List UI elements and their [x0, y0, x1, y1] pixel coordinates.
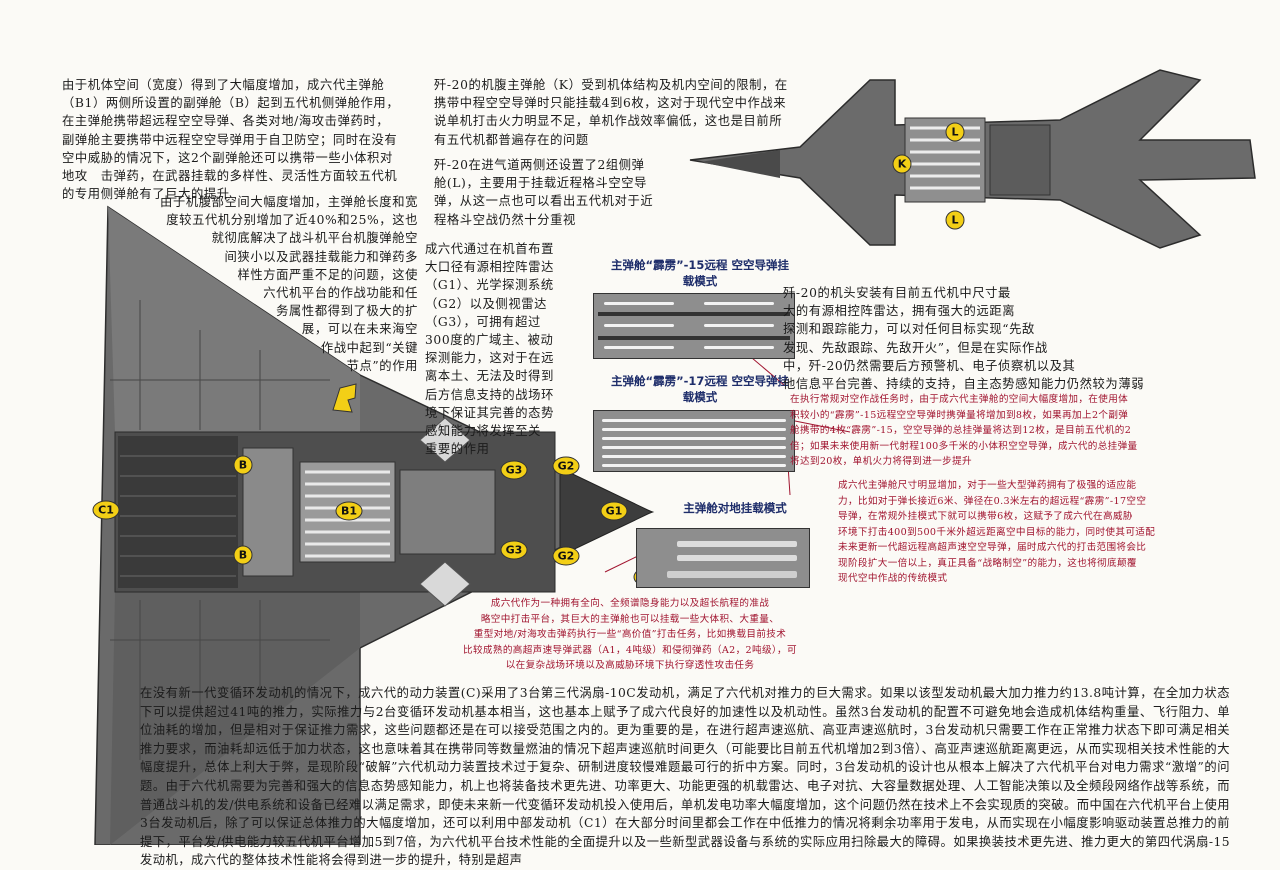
marker-G1 [600, 501, 628, 521]
label-L-bottom: L [951, 214, 958, 227]
marker-B-top [233, 455, 253, 475]
marker-G2-bottom [552, 546, 580, 566]
j20-side-bay-description: 歼-20在进气道两侧还设置了2组侧弹 舱(L)，主要用于挂载近程格斗空空导 弹，… [434, 158, 654, 227]
powerplant-article: 在没有新一代变循环发动机的情况下，成六代的动力装置(C)采用了3台第三代涡扇-1… [140, 686, 1230, 868]
pl15-loadout-note: 在执行常规对空作战任务时，由于成六代主弹舱的空间大幅度增加，在使用体 积较小的“… [790, 394, 1138, 467]
marker-G3-top [500, 460, 528, 480]
ground-attack-note: 成六代作为一种拥有全向、全频谱隐身能力以及超长航程的准战 略空中打击平台，其巨大… [463, 598, 797, 671]
label-C1: C1 [98, 504, 114, 517]
marker-G3-bottom [500, 540, 528, 560]
pl15-panel-title: 主弹舱“霹雳”-15远程 空空导弹挂载模式 [611, 258, 789, 288]
sensor-suite-description: 成六代通过在机首布置 大口径有源相控阵雷达 （G1）、光学探测系统 （G2）以及… [425, 242, 554, 457]
label-G3-top: G3 [506, 464, 523, 477]
pl17-loadout-note: 成六代主弹舱尺寸明显增加，对于一些大型弹药拥有了极强的适应能 力，比如对于弹长接… [838, 480, 1156, 584]
label-B-bottom: B [239, 549, 247, 562]
j20-jet-illustration [689, 69, 1256, 249]
pl17-panel-title: 主弹舱“霹雳”-17远程 空空导弹挂载模式 [611, 374, 789, 404]
pl17-loadout-panel [593, 410, 795, 472]
marker-L-top [945, 122, 965, 142]
label-G2-bottom: G2 [558, 550, 575, 563]
label-B1: B1 [341, 505, 357, 518]
j20-main-bay-description: 歼-20的机腹主弹舱（K）受到机体结构及机内空间的限制，在 携带中程空空导弹时只… [434, 78, 788, 147]
label-K: K [898, 158, 907, 171]
pl15-loadout-panel [593, 293, 795, 359]
label-G1: G1 [606, 505, 623, 518]
label-B-top: B [239, 459, 247, 472]
marker-C1 [92, 500, 120, 520]
ground-attack-loadout-panel [636, 528, 810, 588]
marker-G2-top [552, 456, 580, 476]
ground-attack-panel-title: 主弹舱对地挂载模式 [683, 501, 787, 515]
marker-L-bottom [945, 210, 965, 230]
marker-B-bottom [233, 545, 253, 565]
marker-K [892, 154, 912, 174]
main-bay-expansion-description: 由于机腹部空间大幅度增加，主弹舱长度和宽 度较五代机分别增加了近40%和25%，… [160, 195, 418, 373]
label-L-top: L [951, 126, 958, 139]
marker-B1 [335, 501, 363, 521]
label-G2-top: G2 [558, 460, 575, 473]
j20-radar-description: 歼-20的机头安装有目前五代机中尺寸最 大的有源相控阵雷达，拥有强大的远距离 探… [783, 286, 1145, 392]
illustration-layer: B B B1 C1 G1 G2 G2 G3 G3 A1 A2 L K L [92, 69, 1256, 845]
label-G3-bottom: G3 [506, 544, 523, 557]
sub-bay-description: 由于机体空间（宽度）得到了大幅度增加，成六代主弹舱 （B1）两侧所设置的副弹舱（… [62, 78, 400, 202]
